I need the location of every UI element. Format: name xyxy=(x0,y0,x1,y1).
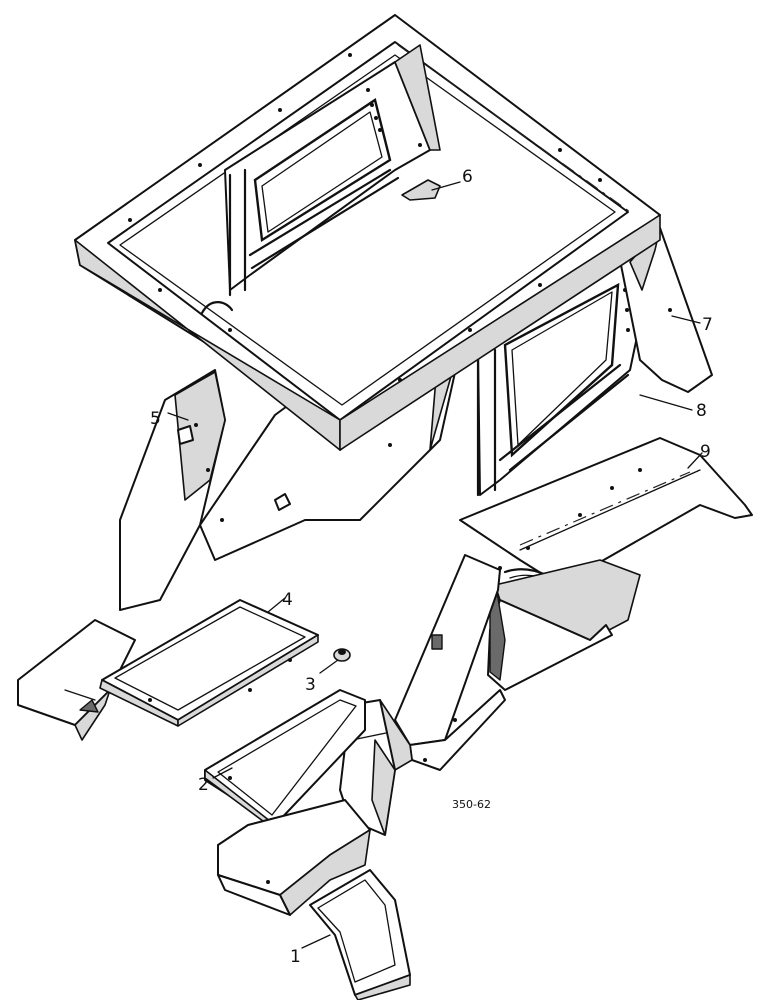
callout-5: 5 xyxy=(150,409,161,429)
drawing-number: 350-62 xyxy=(452,798,491,811)
callout-leaders xyxy=(167,181,703,949)
left-floor-tray xyxy=(99,599,319,727)
callout-4: 4 xyxy=(282,590,293,610)
callout-3: 3 xyxy=(305,675,316,695)
step-tread xyxy=(309,869,411,1000)
callout-1: 1 xyxy=(290,947,301,967)
callout-2: 2 xyxy=(198,775,209,795)
front-window-frame xyxy=(200,44,441,315)
step-box xyxy=(217,799,371,916)
callout-8: 8 xyxy=(696,401,707,421)
callout-9: 9 xyxy=(700,442,711,462)
cab-roof-frame xyxy=(74,14,661,451)
callout-7: 7 xyxy=(702,315,713,335)
rubber-grommet xyxy=(333,648,351,662)
right-fender-assembly xyxy=(339,437,753,836)
small-bracket xyxy=(401,179,441,201)
callout-6: 6 xyxy=(462,167,473,187)
